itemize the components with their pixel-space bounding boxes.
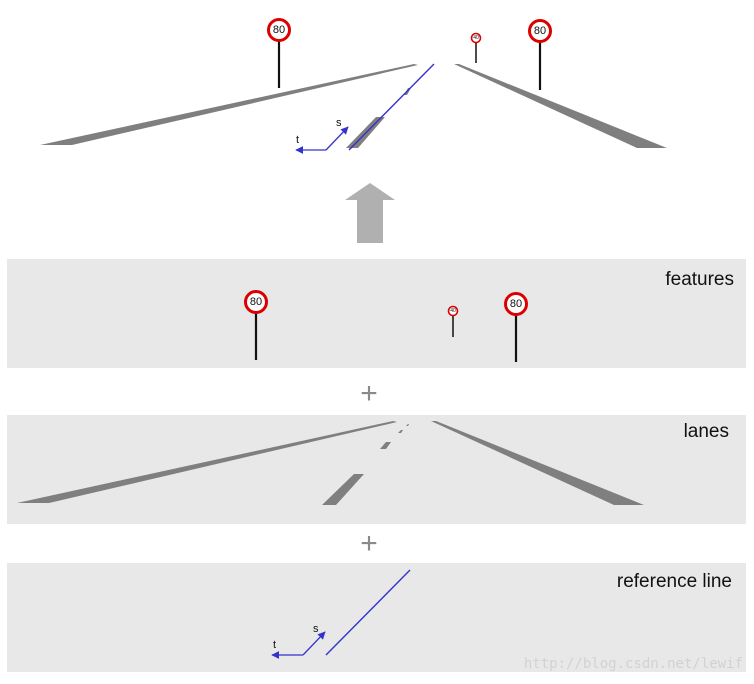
speed-limit-sign-icon: [504, 292, 528, 316]
features-panel-label: features: [665, 269, 734, 290]
feature-sign-near-right: 80: [504, 292, 528, 362]
s-axis-arrow: [325, 126, 349, 151]
composed-left-edge-marking: [40, 64, 418, 145]
watermark: http://blog.csdn.net/lewif: [524, 656, 743, 672]
sign-speed-value: 80: [250, 296, 262, 308]
reference-st-axes: t s: [271, 623, 326, 659]
lane-left-edge-marking: [17, 421, 397, 503]
feature-sign-near-left: 80: [244, 290, 268, 360]
sign-speed-value: 80: [273, 24, 285, 36]
s-axis-arrow: [302, 631, 326, 656]
lane-right-edge-marking: [431, 421, 644, 505]
features-panel: features 80 40 80: [7, 259, 746, 368]
sign-speed-value: 40: [450, 308, 456, 314]
s-axis-label: s: [336, 117, 342, 129]
lane-center-dash: [322, 474, 364, 505]
speed-limit-sign-icon: [447, 305, 459, 317]
sign-speed-value: 40: [473, 35, 479, 41]
speed-limit-sign-icon: [267, 18, 291, 42]
lanes-panel-label: lanes: [684, 421, 729, 442]
sign-speed-value: 80: [510, 298, 522, 310]
composed-sign-near-right: 80: [528, 19, 552, 90]
reference-line: [325, 569, 411, 656]
up-arrow-icon: [345, 183, 395, 243]
lane-center-dash: [406, 424, 409, 426]
composed-road-view: t s 80 40 80: [40, 18, 667, 154]
t-axis-label: t: [296, 134, 299, 146]
reference-line-panel-bg: [7, 563, 746, 672]
composed-sign-near-left: 80: [267, 18, 291, 88]
speed-limit-sign-icon: [528, 19, 552, 43]
speed-limit-sign-icon: [470, 32, 482, 44]
speed-limit-sign-icon: [244, 290, 268, 314]
lanes-panel-bg: [7, 415, 746, 524]
s-axis-label: s: [313, 623, 319, 635]
plus-operator: +: [360, 377, 378, 410]
composed-sign-far: 40: [470, 32, 482, 63]
composed-reference-line: [348, 63, 435, 151]
reference-line-panel: reference line t s: [7, 563, 746, 672]
lane-center-dash: [398, 430, 403, 433]
composed-st-axes: t s: [295, 117, 349, 154]
sign-speed-value: 80: [534, 25, 546, 37]
t-axis-label: t: [273, 639, 276, 651]
lane-center-dash: [380, 442, 391, 449]
composed-right-edge-marking: [454, 64, 667, 148]
reference-line-panel-label: reference line: [617, 571, 732, 592]
plus-operator: +: [360, 527, 378, 560]
features-panel-bg: [7, 259, 746, 368]
feature-sign-far: 40: [447, 305, 459, 337]
lanes-panel: lanes: [7, 415, 746, 524]
